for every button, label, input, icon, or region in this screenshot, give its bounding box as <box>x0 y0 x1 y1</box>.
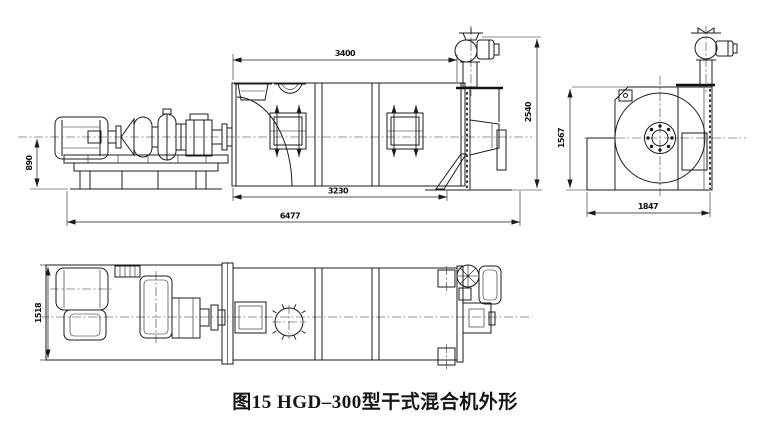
dim-label-1567: 1567 <box>557 128 566 148</box>
dimension-1847: 1847 <box>586 192 711 217</box>
feed-hopper-right <box>274 83 306 94</box>
drive-motor <box>54 116 109 160</box>
dimension-1567: 1567 <box>557 89 588 191</box>
dim-label-1518: 1518 <box>34 302 43 323</box>
drum-plan <box>221 262 464 365</box>
dim-label-1847: 1847 <box>638 202 658 211</box>
valve-motor-plan <box>456 264 502 305</box>
manhole-port-1 <box>269 105 307 157</box>
bedplate <box>45 264 223 361</box>
coupling-assembly <box>107 108 187 161</box>
end-body <box>572 83 715 191</box>
gearbox <box>185 113 233 157</box>
band-ring <box>314 82 323 187</box>
dim-label-3230: 3230 <box>328 187 349 196</box>
manhole-port-2 <box>386 105 424 157</box>
dim-label-6477: 6477 <box>280 212 300 221</box>
discharge-end-plan <box>437 264 502 369</box>
band-ring <box>371 82 380 187</box>
dimension-3400: 3400 <box>232 49 458 82</box>
dim-label-890: 890 <box>25 154 34 170</box>
dimension-1518: 1518 <box>34 264 51 361</box>
figure-caption: 图15 HGD–300型干式混合机外形 <box>232 390 518 413</box>
mixing-drum <box>231 82 466 187</box>
port-flange-circle <box>272 304 306 340</box>
dimension-2540: 2540 <box>482 36 542 191</box>
dimension-3230: 3230 <box>232 187 448 201</box>
dimension-890: 890 <box>25 139 68 190</box>
drive-motor-plan <box>55 267 109 341</box>
end-cover-arc <box>236 96 293 187</box>
band-ring <box>314 267 323 361</box>
coupling-guard-plan <box>114 265 141 278</box>
end-view: 1567 1847 <box>557 26 746 217</box>
side-channel <box>677 87 711 190</box>
dimension-6477: 6477 <box>66 191 521 226</box>
fan-cap <box>697 27 715 34</box>
dim-label-2540: 2540 <box>524 101 533 122</box>
band-ring <box>371 267 380 361</box>
feed-hopper-left <box>234 83 272 101</box>
discharge-column <box>425 86 512 191</box>
shaft-flange <box>644 122 676 154</box>
drum-end-circle <box>614 92 706 184</box>
top-valve-drive <box>454 26 500 96</box>
top-valve-drive-end <box>691 27 738 88</box>
plan-view: 1518 <box>34 262 532 369</box>
gearbox-plan <box>139 271 201 343</box>
side-elevation-view: 3400 890 2540 3230 6477 <box>18 26 542 226</box>
support-gusset <box>435 153 467 190</box>
corner-clip <box>618 89 633 102</box>
base-frame <box>63 154 229 190</box>
shaft-couplings-plan <box>199 304 226 331</box>
dim-label-3400: 3400 <box>335 49 356 58</box>
